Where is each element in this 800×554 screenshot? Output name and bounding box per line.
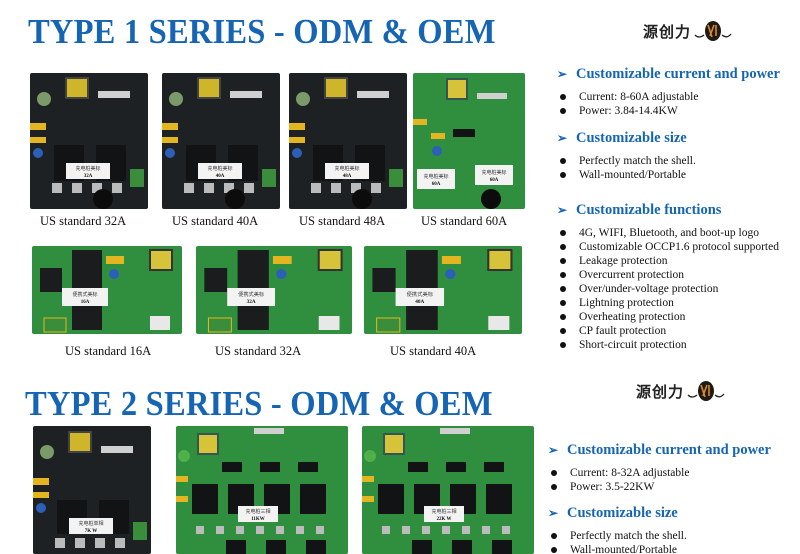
arrow-right-icon: ➢ [557, 67, 568, 81]
svg-text:11KW: 11KW [251, 517, 265, 522]
svg-text:便携式美标: 便携式美标 [407, 290, 433, 298]
feature-item: Perfectly match the shell. [551, 529, 687, 543]
feature-item: Customizable OCCP1.6 protocol supported [560, 240, 779, 254]
dot-icon [551, 533, 557, 539]
feature-heading: Customizable current and power [567, 442, 771, 458]
pcb-board-us32a-portable: 便携式美标 32A [196, 246, 352, 334]
svg-text:32A: 32A [247, 299, 256, 305]
dot-icon [551, 484, 557, 490]
svg-text:充电桩美标: 充电桩美标 [423, 173, 448, 180]
pcb-board-us40a: 充电桩美标 40A [162, 73, 280, 209]
pcb-board-us48a: 充电桩美标 48A [289, 73, 407, 209]
feature-item: Current: 8-60A adjustable [560, 90, 780, 104]
feature-functions: ➢ Customizable functions 4G, WIFI, Blueto… [557, 202, 779, 352]
board-caption: US standard 40A [172, 214, 259, 228]
pcb-board-us60a: 充电桩美标 60A 充电桩美标 60A [413, 73, 525, 209]
pcb-board-us32a: 充电桩美标 32A [30, 73, 148, 209]
svg-text:7K W: 7K W [85, 529, 98, 534]
dot-icon [560, 342, 566, 348]
board-caption: US standard 32A [215, 344, 302, 358]
arrow-right-icon: ➢ [557, 203, 568, 217]
feature-item: Overcurrent protection [560, 268, 779, 282]
dot-icon [560, 286, 566, 292]
svg-text:22K W: 22K W [436, 517, 451, 522]
dot-icon [560, 272, 566, 278]
logo-mark-icon [686, 380, 726, 402]
logo-mark-icon [693, 20, 733, 42]
feature-heading: Customizable current and power [576, 66, 780, 82]
arrow-right-icon: ➢ [548, 443, 559, 457]
arrow-right-icon: ➢ [557, 131, 568, 145]
pcb-board-us16a: 便携式美标 16A [32, 246, 182, 334]
logo-text: 源创力 [643, 22, 692, 41]
board-caption: US standard 40A [390, 344, 477, 358]
feature-item: CP fault protection [560, 324, 779, 338]
svg-text:充电桩美标: 充电桩美标 [334, 165, 359, 172]
board-caption: US standard 32A [40, 214, 127, 228]
dot-icon [560, 314, 566, 320]
svg-text:充电桩三相: 充电桩三相 [431, 508, 456, 515]
svg-text:充电桩美标: 充电桩美标 [207, 165, 232, 172]
feature-item: Short-circuit protection [560, 338, 779, 352]
board-caption: US standard 60A [421, 214, 508, 228]
feature-item: Wall-mounted/Portable [560, 168, 696, 182]
svg-text:16A: 16A [81, 300, 90, 305]
feature-item: Current: 8-32A adjustable [551, 466, 771, 480]
dot-icon [560, 108, 566, 114]
pcb-board-us40a-portable: 便携式美标 40A [364, 246, 522, 334]
dot-icon [551, 547, 557, 553]
pcb-board-11kw: 充电桩三相 11KW [176, 426, 348, 554]
dot-icon [560, 328, 566, 334]
feature-item: Over/under-voltage protection [560, 282, 779, 296]
feature-heading: Customizable size [576, 130, 687, 146]
dot-icon [560, 244, 566, 250]
brand-logo: 源创力 [643, 20, 733, 42]
svg-text:60A: 60A [432, 182, 441, 187]
feature-heading: Customizable size [567, 505, 678, 521]
dot-icon [560, 230, 566, 236]
feature-current-power-type2: ➢ Customizable current and power Current:… [548, 442, 771, 494]
svg-text:充电桩美标: 充电桩美标 [75, 165, 100, 172]
feature-item: Overheating protection [560, 310, 779, 324]
pcb-board-7kw: 充电桩单相 7K W [33, 426, 151, 554]
section1-title: TYPE 1 SERIES - ODM & OEM [28, 12, 496, 51]
svg-text:40A: 40A [216, 174, 225, 179]
svg-text:40A: 40A [415, 299, 424, 305]
feature-item: Leakage protection [560, 254, 779, 268]
svg-text:充电桩美标: 充电桩美标 [481, 169, 506, 176]
board-caption: US standard 16A [65, 344, 152, 358]
section2-title: TYPE 2 SERIES - ODM & OEM [25, 384, 493, 423]
brand-logo: 源创力 [636, 380, 726, 402]
feature-item: Perfectly match the shell. [560, 154, 696, 168]
feature-item: Power: 3.84-14.4KW [560, 104, 780, 118]
logo-text: 源创力 [636, 382, 685, 401]
svg-text:充电桩单相: 充电桩单相 [78, 520, 103, 527]
svg-text:48A: 48A [343, 174, 352, 179]
dot-icon [560, 94, 566, 100]
dot-icon [560, 300, 566, 306]
svg-text:60A: 60A [490, 178, 499, 183]
board-caption: US standard 48A [299, 214, 386, 228]
feature-heading: Customizable functions [576, 202, 722, 218]
feature-item: Lightning protection [560, 296, 779, 310]
feature-item: Wall-mounted/Portable [551, 543, 687, 554]
feature-size: ➢ Customizable size Perfectly match the s… [557, 130, 696, 182]
svg-text:便携式美标: 便携式美标 [238, 291, 264, 298]
dot-icon [560, 258, 566, 264]
pcb-board-22kw: 充电桩三相 22K W [362, 426, 534, 554]
feature-item: Power: 3.5-22KW [551, 480, 771, 494]
svg-text:充电桩三相: 充电桩三相 [245, 508, 270, 515]
arrow-right-icon: ➢ [548, 506, 559, 520]
dot-icon [551, 470, 557, 476]
svg-text:便携式美标: 便携式美标 [72, 291, 97, 298]
dot-icon [560, 158, 566, 164]
feature-item: 4G, WIFI, Bluetooth, and boot-up logo [560, 226, 779, 240]
feature-current-power: ➢ Customizable current and power Current:… [557, 66, 780, 118]
dot-icon [560, 172, 566, 178]
feature-size-type2: ➢ Customizable size Perfectly match the s… [548, 505, 687, 554]
svg-text:32A: 32A [84, 174, 93, 179]
